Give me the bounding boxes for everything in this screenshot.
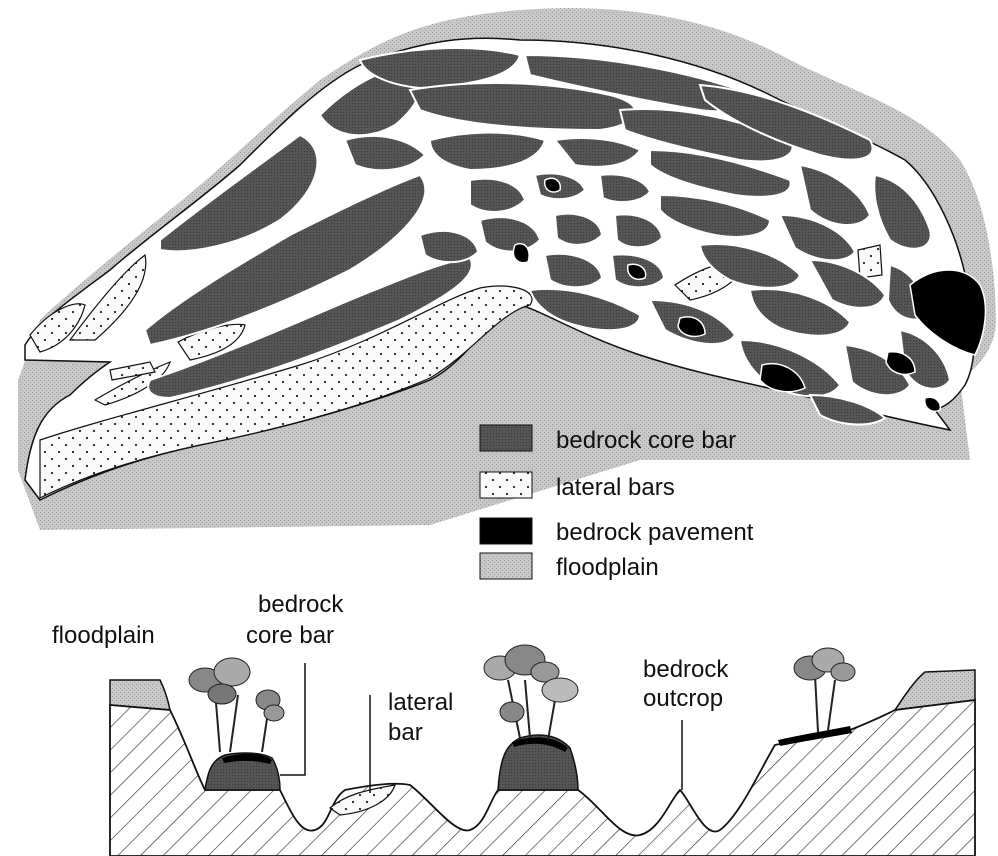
legend-swatch-floodplain	[480, 553, 532, 579]
leader-core-bar	[280, 663, 305, 775]
cross-section: floodplain bedrock core bar lateral bar …	[52, 591, 975, 856]
legend-swatch-lateral	[480, 472, 532, 498]
tree-icon	[484, 645, 578, 740]
profile-label-outcrop-2: outcrop	[643, 685, 723, 712]
legend-swatch-core	[480, 425, 532, 451]
profile-label-lateral-1: lateral	[388, 689, 453, 716]
profile-label-core-bar-1: bedrock	[258, 591, 344, 618]
profile-label-outcrop-1: bedrock	[643, 656, 729, 683]
pavement-patch	[513, 244, 529, 263]
profile-label-floodplain: floodplain	[52, 622, 155, 649]
plan-view	[18, 8, 996, 530]
legend-label-pavement: bedrock pavement	[556, 519, 754, 546]
profile-label-core-bar-2: core bar	[246, 622, 334, 649]
tree-icon	[189, 658, 250, 752]
profile-label-lateral-2: bar	[388, 719, 423, 746]
tree-icon	[794, 648, 855, 732]
legend: bedrock core bar lateral bars bedrock pa…	[480, 425, 754, 581]
legend-label-floodplain: floodplain	[556, 554, 659, 581]
pavement-patch	[545, 178, 561, 192]
tree-icon	[256, 690, 284, 752]
lateral-bar-inner-3	[858, 245, 882, 278]
legend-label-lateral: lateral bars	[556, 474, 675, 501]
legend-label-core: bedrock core bar	[556, 427, 736, 454]
trees	[189, 645, 855, 752]
legend-swatch-pavement	[480, 518, 532, 544]
